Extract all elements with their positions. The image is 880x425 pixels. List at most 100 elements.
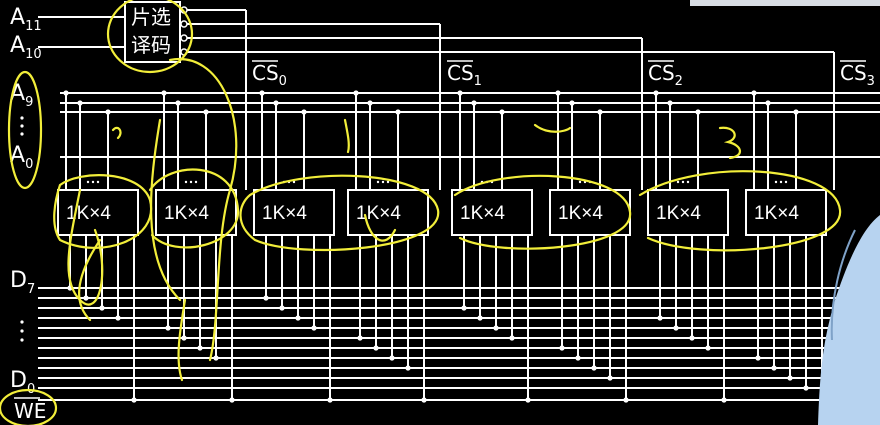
junction-dot <box>689 335 695 341</box>
chip-label: 1K×4 <box>356 203 401 224</box>
chip-select-labels: CS0 CS1 CS2 CS3 <box>252 60 875 89</box>
junction-dot <box>181 335 187 341</box>
cs3-label: CS3 <box>840 60 875 89</box>
top-right-glare <box>690 0 880 6</box>
memory-chip: 1K×4 <box>647 189 729 236</box>
junction-dot <box>83 295 89 301</box>
junction-dot <box>559 345 565 351</box>
junction-dot <box>63 90 69 96</box>
junction-dot <box>607 375 613 381</box>
chips: 1K×4 1K×4 1K×4 1K×4 1K×4 1K×4 1K×4 1K×4 <box>57 180 827 236</box>
decoder-label-line2: 译码 <box>131 33 171 57</box>
junction-dot <box>161 90 167 96</box>
junction-dot <box>353 90 359 96</box>
svg-text:CS3: CS3 <box>840 61 875 89</box>
junction-dot <box>421 397 427 403</box>
svg-text:CS1: CS1 <box>447 61 482 89</box>
wires <box>38 9 880 403</box>
junction-dot <box>327 397 333 403</box>
junction-dot <box>721 397 727 403</box>
junction-dot <box>477 315 483 321</box>
chip-label: 1K×4 <box>460 203 505 224</box>
junction-dot <box>229 397 235 403</box>
junction-dot <box>77 100 83 106</box>
cs1-label: CS1 <box>447 60 482 89</box>
junction-dot <box>213 355 219 361</box>
junction-dot <box>751 90 757 96</box>
highlighter-annotations <box>0 0 842 425</box>
junction-dot <box>509 335 515 341</box>
junction-dot <box>461 305 467 311</box>
chip-label: 1K×4 <box>754 203 799 224</box>
decoder-label-line1: 片选 <box>131 5 171 29</box>
junction-dot <box>373 345 379 351</box>
junction-dot <box>115 315 121 321</box>
memory-chip: 1K×4 <box>745 189 827 236</box>
chip-label: 1K×4 <box>656 203 701 224</box>
chip-label: 1K×4 <box>66 203 111 224</box>
junction-dot <box>673 325 679 331</box>
data-labels: D7 D0 WE <box>10 268 46 423</box>
junction-dot <box>131 397 137 403</box>
junction-dot <box>803 385 809 391</box>
memory-chip: 1K×4 <box>347 189 429 236</box>
junction-dot <box>555 90 561 96</box>
junction-dot <box>405 365 411 371</box>
chip-label: 1K×4 <box>558 203 603 224</box>
svg-text:CS2: CS2 <box>648 61 683 89</box>
junction-dot <box>367 100 373 106</box>
junction-dot <box>175 100 181 106</box>
memory-chip: 1K×4 <box>57 189 139 236</box>
label-a9: A9 <box>10 81 33 110</box>
label-a10: A10 <box>10 33 42 62</box>
junction-dot <box>575 355 581 361</box>
cs2-label: CS2 <box>648 60 683 89</box>
cs0-label: CS0 <box>252 60 287 89</box>
memory-chip: 1K×4 <box>253 189 335 236</box>
junction-dot <box>525 397 531 403</box>
junction-dot <box>295 315 301 321</box>
svg-text:CS0: CS0 <box>252 61 287 89</box>
junction-dot <box>301 109 307 115</box>
junction-dot <box>105 109 111 115</box>
junction-dot <box>395 109 401 115</box>
junction-dot <box>203 109 209 115</box>
junction-dot <box>311 325 317 331</box>
presenter-shirt <box>818 215 880 425</box>
junction-dot <box>765 100 771 106</box>
label-we: WE <box>14 399 46 423</box>
junction-dot <box>597 109 603 115</box>
junction-dot <box>279 305 285 311</box>
junction-dot <box>569 100 575 106</box>
junction-dot <box>99 305 105 311</box>
junction-dot <box>771 365 777 371</box>
junction-dot <box>259 90 265 96</box>
junction-dot <box>357 335 363 341</box>
junction-dot <box>695 109 701 115</box>
junction-dot <box>493 325 499 331</box>
label-a0: A0 <box>10 143 33 172</box>
junction-dot <box>273 100 279 106</box>
junction-dot <box>657 315 663 321</box>
memory-chip: 1K×4 <box>549 189 631 236</box>
junction-dot <box>755 355 761 361</box>
label-d7: D7 <box>10 268 35 297</box>
memory-chip: 1K×4 <box>451 189 533 236</box>
junction-dot <box>653 90 659 96</box>
memory-chip: 1K×4 <box>155 189 237 236</box>
junction-dot <box>591 365 597 371</box>
junction-dot <box>389 355 395 361</box>
chip-label: 1K×4 <box>262 203 307 224</box>
junction-dot <box>705 345 711 351</box>
chip-select-decoder: 片选 译码 <box>124 1 188 63</box>
junction-dot <box>263 295 269 301</box>
junction-dot <box>623 397 629 403</box>
junction-dot <box>197 345 203 351</box>
junction-dot <box>165 325 171 331</box>
chip-label: 1K×4 <box>164 203 209 224</box>
junction-dot <box>787 375 793 381</box>
junction-dot <box>667 100 673 106</box>
address-labels: A11 A10 A9 A0 <box>10 5 42 172</box>
